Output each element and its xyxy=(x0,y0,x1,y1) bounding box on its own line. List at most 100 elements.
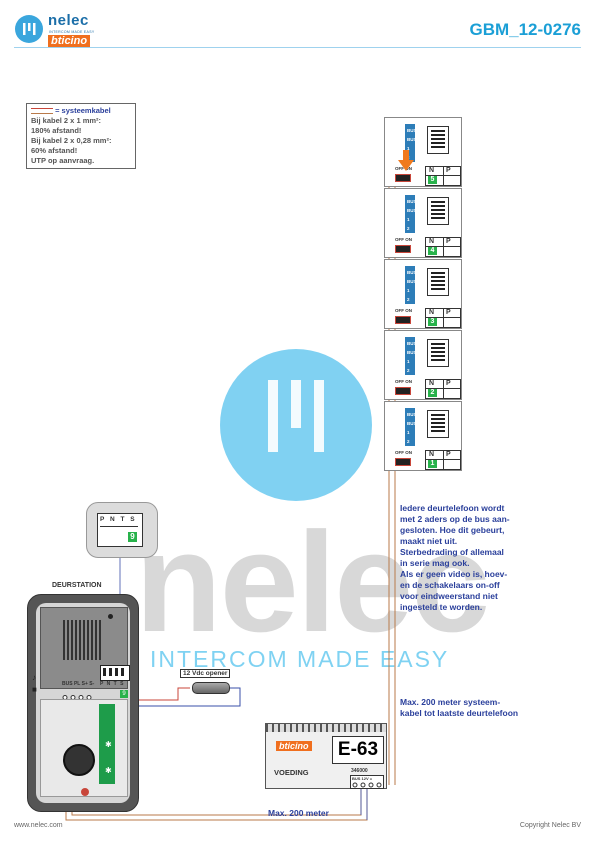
pnts-switch xyxy=(100,665,130,681)
note-line: Als er geen video is, hoev- xyxy=(400,569,508,579)
legend-title: = systeemkabel xyxy=(55,106,111,115)
watermark-word: nelec xyxy=(135,503,490,662)
opener-label: 12 Vdc opener xyxy=(180,669,231,678)
nelec-logo-icon xyxy=(15,15,43,43)
terminal-label: 2 xyxy=(407,297,410,302)
legend-line: Bij kabel 2 x 1 mm²: xyxy=(31,116,102,125)
max-station-note: Max. 200 meter xyxy=(268,808,329,818)
note-line: ingesteld te worden. xyxy=(400,602,483,612)
note-line: in serie mag ook. xyxy=(400,558,470,568)
terminal-label: BUS xyxy=(407,199,417,204)
terminal-label: BUS xyxy=(407,208,417,213)
explanation-note: Iedere deurtelefoon wordt met 2 aders op… xyxy=(400,503,580,613)
power-supply-part-number: 346000 xyxy=(351,768,368,774)
phone-number: 3 xyxy=(428,318,437,326)
star-icon: ✱ xyxy=(105,740,112,749)
power-supply-rail xyxy=(266,724,386,732)
phone-board-icon xyxy=(427,410,449,438)
np-table: N P 5 xyxy=(425,166,461,186)
terminal-label: BUS xyxy=(407,412,417,417)
col-n: N xyxy=(429,451,435,458)
terminal-block xyxy=(405,124,415,162)
legend-cable-swatch xyxy=(31,108,53,115)
phone-column: BUS BUS 1 2 OFF ON N P 5 BUS BUS 1 2 xyxy=(384,117,462,471)
door-station-label: DEURSTATION xyxy=(52,582,102,589)
switch-label: OFF ON xyxy=(395,379,412,384)
terminal-screws xyxy=(62,687,94,700)
np-table: N P 3 xyxy=(425,308,461,328)
note-line: gesloten. Hoe dit gebeurt, xyxy=(400,525,505,535)
phone-unit: BUS BUS 1 2 OFF ON N P 4 xyxy=(384,188,462,258)
star-icon: ✱ xyxy=(105,766,112,775)
phone-board-icon xyxy=(427,197,449,225)
phone-unit: BUS BUS 1 2 OFF ON N P 3 xyxy=(384,259,462,329)
legend-line: 180% afstand! xyxy=(31,126,82,135)
header-divider xyxy=(14,47,581,48)
terminal-label: 2 xyxy=(407,439,410,444)
col-n: N xyxy=(429,309,435,316)
terminal-label: BUS xyxy=(407,279,417,284)
board-strip xyxy=(99,704,115,784)
switch-label: OFF ON xyxy=(395,166,412,171)
power-supply-terminals: BUS 12V = xyxy=(350,775,384,789)
terminal-block xyxy=(405,337,415,375)
door-station: ♪ ■ P N T S 9 BUS PL S+ S- ✱ ✱ xyxy=(27,594,139,812)
phone-number: 4 xyxy=(428,247,437,255)
col-p: P xyxy=(446,451,451,458)
col-n: N xyxy=(429,238,435,245)
switch-label: OFF ON xyxy=(395,308,412,313)
pnts-label: P N T S xyxy=(100,681,125,687)
terminal-label: 1 xyxy=(407,146,410,151)
terminal-label: 2 xyxy=(407,226,410,231)
power-supply: bticino E-63 VOEDING 346000 BUS 12V = xyxy=(265,723,387,789)
col-p: P xyxy=(446,309,451,316)
nelec-logo: nelec INTERCOM MADE EASY bticino xyxy=(14,12,124,47)
phone-unit: BUS BUS 1 2 OFF ON N P 5 xyxy=(384,117,462,187)
terminal-block xyxy=(405,195,415,233)
terminal-label: BUS xyxy=(407,270,417,275)
document-code: GBM_12-0276 xyxy=(469,20,581,39)
camera-icon xyxy=(63,744,95,776)
legend-line: 60% afstand! xyxy=(31,146,78,155)
off-on-switch xyxy=(395,316,411,324)
terminal-block xyxy=(405,266,415,304)
lower-panel: ✱ ✱ xyxy=(40,699,128,797)
col-p: P xyxy=(446,167,451,174)
phone-board-icon xyxy=(427,126,449,154)
max-bus-note: Max. 200 meter systeem- kabel tot laatst… xyxy=(400,697,519,718)
terminal-label: 1 xyxy=(407,359,410,364)
terminal-block xyxy=(405,408,415,446)
terminal-label: BUS xyxy=(407,350,417,355)
zoom-pnts-label: P N T S xyxy=(100,516,137,523)
power-supply-brand: bticino xyxy=(276,741,312,751)
microphone-icon xyxy=(108,614,113,619)
legend-line: Bij kabel 2 x 0,28 mm²: xyxy=(31,136,112,145)
terminal-label: 1 xyxy=(407,288,410,293)
power-supply-terminal-label: BUS 12V = xyxy=(352,776,373,781)
orange-arrow-icon xyxy=(398,150,414,171)
door-opener-icon xyxy=(192,682,230,694)
terminal-label: 2 xyxy=(407,368,410,373)
zoom-number: 9 xyxy=(128,532,137,542)
note-line: voor eindweerstand niet xyxy=(400,591,498,601)
phone-board-icon xyxy=(427,268,449,296)
power-supply-name: VOEDING xyxy=(274,768,309,777)
logo-tagline: INTERCOM MADE EASY xyxy=(49,30,95,34)
terminal-label: BUS xyxy=(407,137,417,142)
terminal-label: BUS xyxy=(407,341,417,346)
watermark-tagline: INTERCOM MADE EASY xyxy=(150,646,450,672)
terminals-label: BUS PL S+ S- xyxy=(62,681,95,687)
door-icon: ■ xyxy=(32,685,37,694)
power-supply-model: E-63 xyxy=(332,736,384,764)
np-table: N P 1 xyxy=(425,450,461,470)
phone-unit: BUS BUS 1 2 OFF ON N P 1 xyxy=(384,401,462,471)
note-line: maakt niet uit. xyxy=(400,536,458,546)
col-n: N xyxy=(429,380,435,387)
note-line: en de schakelaars on-off xyxy=(400,580,500,590)
off-on-switch xyxy=(395,387,411,395)
col-p: P xyxy=(446,380,451,387)
led-icon xyxy=(81,788,89,796)
speaker-grille-icon xyxy=(63,620,103,660)
off-on-switch xyxy=(395,458,411,466)
cable-legend: = systeemkabel Bij kabel 2 x 1 mm²: 180%… xyxy=(26,103,136,169)
